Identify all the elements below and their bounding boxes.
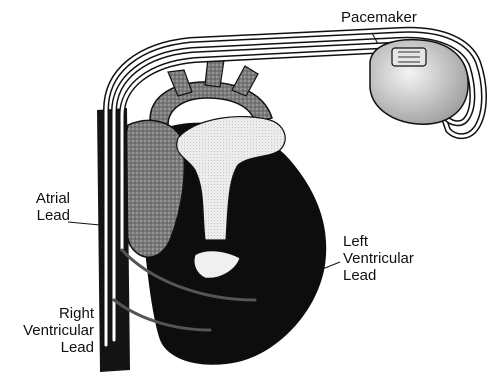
pacemaker-label: Pacemaker [341, 9, 417, 26]
right-ventricular-lead-label: Right Ventricular Lead [9, 305, 94, 356]
left-ventricular-lead-label: Left Ventricular Lead [343, 233, 414, 284]
great-vessel-branch-3 [232, 66, 258, 96]
pacemaker-device [370, 40, 468, 125]
pointer-atrial [68, 222, 100, 225]
atrial-lead-label: Atrial Lead [22, 190, 70, 224]
